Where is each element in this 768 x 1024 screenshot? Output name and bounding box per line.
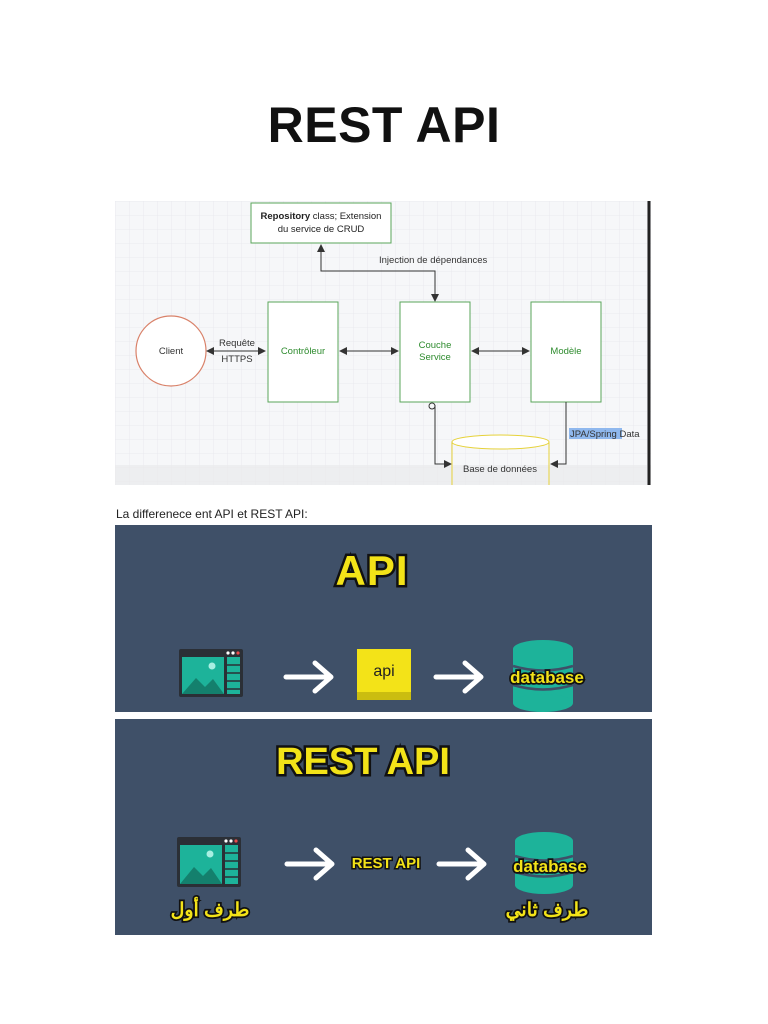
jpa-highlight-label: JPA/Spring [570,429,617,440]
rest-api-heading: REST API [276,741,450,783]
api-panel: API api database [115,525,652,712]
api-db-label: database [510,668,584,687]
repository-line2: du service de CRUD [278,224,365,235]
service-label-line2: Service [419,352,451,363]
rest-db-label: database [513,857,587,876]
request-label-line1: Requête [219,338,255,349]
rest-api-middle-label: REST API [352,855,421,872]
database-label: Base de données [463,464,537,475]
app-window-icon [177,837,241,887]
repository-bold-label: Repository [261,211,311,222]
injection-connector [317,244,439,302]
rest-api-panel: REST API طرف أول REST API database طرف ث… [115,719,652,935]
service-label-line1: Couche [419,340,452,351]
client-node: Client [135,315,207,387]
app-window-icon [179,649,243,697]
comparison-caption: La differenece ent API et REST API: [116,507,308,521]
svg-text:JPA/Spring Data: JPA/Spring Data [570,429,640,440]
database-cylinder: Base de données [451,434,550,485]
jpa-highlight [569,428,622,439]
controller-box: Contrôleur [267,301,339,403]
service-db-connector [434,405,452,468]
model-box: Modèle [530,301,602,403]
svg-text:Repository class; Extension: Repository class; Extension [261,211,382,222]
jpa-rest-label: Data [617,429,640,440]
request-label-line2: HTTPS [221,354,252,365]
arrow-right-icon [283,660,334,694]
controller-label: Contrôleur [281,346,325,357]
database-icon [514,832,574,894]
page-title: REST API [267,97,501,153]
model-label: Modèle [550,346,581,357]
api-chip-label: api [373,663,394,680]
arrow-right-icon [433,660,484,694]
injection-label: Injection de dépendances [379,255,488,266]
database-icon [512,640,574,712]
client-label: Client [159,346,184,357]
repository-rest-label: class; Extension [310,211,381,222]
second-party-caption: طرف ثاني [506,900,589,922]
api-heading: API [335,547,408,594]
connector-handle-icon [428,402,436,410]
first-party-caption: طرف أول [171,896,250,921]
model-db-connector [550,402,567,468]
arrow-right-icon [284,847,335,881]
architecture-diagram: Repository class; Extension du service d… [115,201,651,485]
api-chip-icon: api [357,649,411,700]
arrow-right-icon [436,847,487,881]
service-box: Couche Service [399,301,471,403]
repository-box: Repository class; Extension du service d… [250,202,392,244]
